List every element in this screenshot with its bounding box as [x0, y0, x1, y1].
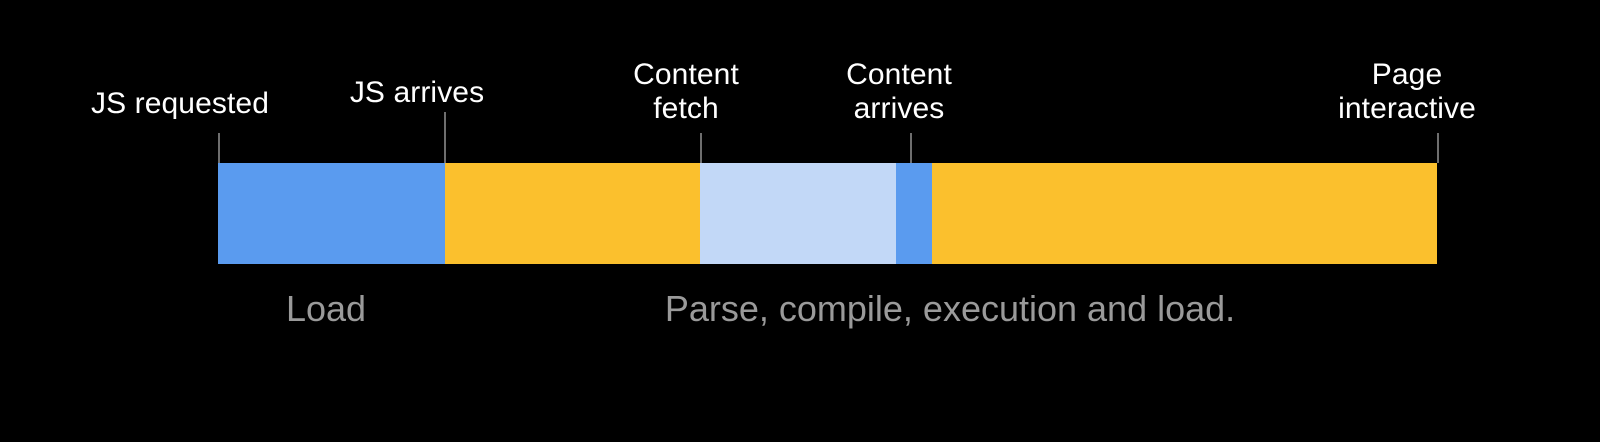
- segment-content-fetch-wait: [700, 163, 896, 264]
- milestone-label-js-requested: JS requested: [91, 87, 269, 120]
- phase-caption-parse: Parse, compile, execution and load.: [664, 288, 1236, 329]
- segment-content-download: [896, 163, 932, 264]
- milestone-label-page-interactive: Page interactive: [1287, 58, 1527, 126]
- milestone-tick-page-interactive: [1437, 133, 1439, 163]
- phase-caption-load: Load: [285, 288, 367, 329]
- milestone-label-page-interactive-line2: interactive: [1338, 92, 1476, 125]
- milestone-label-content-fetch: Content fetch: [566, 58, 806, 126]
- milestone-label-content-arrives-line1: Content: [846, 58, 952, 91]
- milestone-tick-content-arrives: [910, 133, 912, 163]
- milestone-tick-js-requested: [218, 133, 220, 163]
- milestone-label-page-interactive-line1: Page: [1371, 58, 1443, 91]
- segment-parse-compile-1: [445, 163, 700, 264]
- timeline-bar: [218, 163, 1437, 264]
- milestone-label-content-fetch-line2: fetch: [653, 92, 719, 125]
- segment-parse-compile-2: [932, 163, 1437, 264]
- milestone-label-content-fetch-line1: Content: [633, 58, 739, 91]
- milestone-label-js-arrives: JS arrives: [349, 76, 485, 109]
- milestone-label-content-arrives: Content arrives: [779, 58, 1019, 126]
- milestone-tick-content-fetch: [700, 133, 702, 163]
- milestone-tick-js-arrives: [444, 112, 446, 163]
- milestone-label-content-arrives-line2: arrives: [853, 92, 945, 125]
- segment-load-js: [218, 163, 445, 264]
